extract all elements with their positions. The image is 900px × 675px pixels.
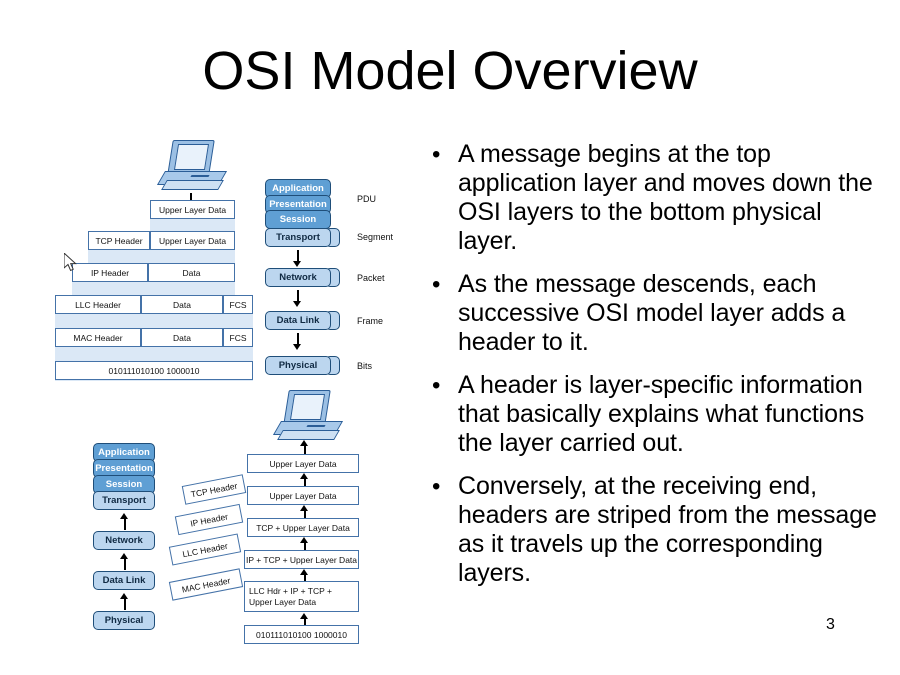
data-cell: Data [148,263,235,282]
computer-base-front [277,430,340,440]
flow-arrow-down-icon [293,290,302,307]
stripped-header-mac: MAC Header [168,568,244,601]
pdu-label-pdu: PDU [357,194,377,204]
bullet-list: • A message begins at the top applicatio… [432,140,884,602]
data-cell: Upper Layer Data [150,200,235,219]
decapsulation-diagram: Application Presentation Session Transpo… [0,385,420,644]
pdu-label-packet: Packet [357,273,385,283]
layer-network[interactable]: Network [93,531,155,550]
flow-arrow-up-icon [300,613,309,626]
encapsulation-diagram: Upper Layer Data TCP Header Upper Layer … [0,0,420,390]
flow-arrow-down-icon [293,250,302,267]
data-cell: Data [141,328,223,347]
list-item: • A header is layer-specific information… [432,371,884,458]
list-item: • As the message descends, each successi… [432,270,884,357]
monitor-display [173,144,210,170]
data-cell: MAC Header [55,328,141,347]
flow-arrow-up-icon [300,537,309,551]
flow-arrow-up-icon [120,553,129,570]
mouse-cursor-icon [64,253,77,272]
layer-data-link[interactable]: Data Link [93,571,155,590]
list-item: • A message begins at the top applicatio… [432,140,884,256]
flow-arrow-up-icon [300,569,309,582]
bullet-text: A message begins at the top application … [458,140,873,255]
data-cell: IP + TCP + Upper Layer Data [244,550,359,569]
layer-physical[interactable]: Physical [265,356,331,375]
drive-slot [306,425,326,427]
drive-slot [190,175,210,177]
layer-session[interactable]: Session [265,210,331,229]
flow-arrow-up-icon [300,473,309,487]
layer-data-link[interactable]: Data Link [265,311,331,330]
page-title: OSI Model Overview [202,41,698,101]
computer-icon [156,140,228,192]
bullet-text: Conversely, at the receiving end, header… [458,472,877,587]
stripped-header-ip: IP Header [174,503,244,536]
pdu-label-bits: Bits [357,361,373,371]
data-cell: IP Header [72,263,148,282]
data-cell: Upper Layer Data [247,454,359,473]
flow-arrow-down-icon [293,333,302,350]
flow-arrow-up-icon [120,593,129,610]
pdu-label-frame: Frame [357,316,384,326]
layer-transport[interactable]: Transport [93,491,155,510]
computer-icon [272,390,344,442]
bitstream-cell: 010111010100 1000010 [244,625,359,644]
stripped-header-llc: LLC Header [168,533,242,566]
data-cell: LLC Hdr + IP + TCP + Upper Layer Data [244,581,359,612]
data-cell: FCS [223,295,253,314]
layer-network[interactable]: Network [265,268,331,287]
bullet-marker: • [432,473,441,500]
data-cell: Upper Layer Data [247,486,359,505]
layer-transport[interactable]: Transport [265,228,331,247]
page-number: 3 [826,616,835,633]
stripped-header-tcp: TCP Header [181,474,247,505]
data-cell: FCS [223,328,253,347]
data-cell: Upper Layer Data [150,231,235,250]
bullet-text: A header is layer-specific information t… [458,371,865,457]
data-cell: TCP Header [88,231,150,250]
bitstream-cell: 010111010100 1000010 [55,361,253,380]
flow-arrow-up-icon [300,505,309,519]
pdu-label-segment: Segment [357,232,394,242]
bullet-marker: • [432,271,441,298]
bullet-text: As the message descends, each successive… [458,270,846,356]
list-item: • Conversely, at the receiving end, head… [432,472,884,588]
bullet-marker: • [432,372,441,399]
data-cell: TCP + Upper Layer Data [247,518,359,537]
flow-arrow-up-icon [120,513,129,530]
bullet-marker: • [432,141,441,168]
layer-physical[interactable]: Physical [93,611,155,630]
monitor-display [289,394,326,420]
flow-arrow-up-icon [300,440,309,454]
data-cell: Data [141,295,223,314]
data-cell: LLC Header [55,295,141,314]
computer-base-front [161,180,224,190]
